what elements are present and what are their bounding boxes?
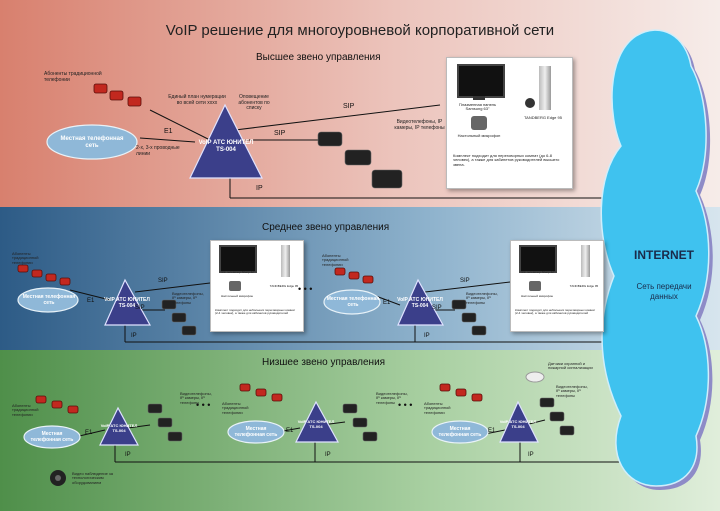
top-equipment-card: Плазменная панель Samsung 63" TANDBERG E… [446, 57, 573, 189]
tv-icon [219, 245, 257, 273]
mid-e1-1: E1 [87, 298, 95, 304]
mid-e1-2: E1 [383, 300, 391, 306]
mid-sip-1: SIP [158, 278, 168, 284]
mid-sip-2: SIP [460, 278, 470, 284]
top-pbx-label: VoIP АТС ЮНИТЕЛ TS-004 [198, 140, 254, 153]
local-network-clouds [17, 124, 489, 449]
low-pbx-label-3: VoIP АТС ЮНИТЕЛ TS-004 [499, 419, 537, 429]
low-e1-3: E1 [488, 428, 496, 434]
page-title: VoIP решение для многоуровневой корпорат… [165, 22, 555, 39]
low-ip-1: IP [125, 452, 131, 458]
top-card-panel: Плазменная панель Samsung 63" [458, 102, 497, 112]
mid-card-panel-1: ЖК телевизор Sharp 42" [221, 270, 255, 274]
mid-card-tandberg-2: TANDBERG Edge 95 [569, 284, 599, 288]
mid-ip-2: IP [424, 333, 430, 339]
mid-pbx-label-1: VoIP АТС ЮНИТЕЛ TS-004 [104, 297, 150, 309]
top-notify-label: Оповещение абонентов по списку [238, 94, 270, 111]
mid-pbx-label-2: VoIP АТС ЮНИТЕЛ TS-004 [397, 297, 443, 309]
tv-icon [519, 245, 557, 273]
level-top-heading: Высшее звено управления [256, 52, 381, 63]
low-cloud-label-2: Местная телефонная сеть [234, 426, 278, 438]
mid-dots: • • • [298, 284, 313, 294]
mid-card-mic-1: Настольный микрофон [220, 294, 254, 298]
level-middle-heading: Среднее звено управления [262, 222, 390, 233]
plasma-panel-icon [457, 64, 505, 98]
top-videophones: Видеотелефоны, IP камеры, IP телефоны [394, 119, 445, 131]
level-low-heading: Низшее звено управления [262, 357, 386, 368]
tandberg-icon [539, 66, 551, 110]
low-ip-3: IP [528, 452, 534, 458]
mid-card-tandberg-1: TANDBERG Edge 95 [269, 284, 299, 288]
low-dots-2: • • • [398, 400, 413, 410]
low-sensors-label: Датчики охранной и пожарной сигнализации [548, 361, 593, 371]
tandberg-icon [581, 245, 590, 277]
mid-phones-label-2: Абоненты традиционной телефонии [322, 253, 349, 267]
mid-videophones-2: Видеотелефоны, IP камеры, IP телефоны [466, 291, 498, 305]
tandberg-icon [281, 245, 290, 277]
low-phones-label-2: Абоненты традиционной телефонии [222, 401, 249, 415]
low-videophones-3: Видеотелефоны, IP камеры, IP телефоны [556, 384, 588, 398]
top-phones-label: Абоненты традиционной телефонии [44, 71, 102, 83]
top-card-mic: Настольный микрофон [457, 133, 501, 138]
mid-cloud-label-1: Местная телефонная сеть [22, 294, 76, 306]
low-cloud-label-3: Местная телефонная сеть [438, 426, 482, 438]
top-card-text: Комплект подходит для переговорных комна… [453, 153, 560, 167]
pbx-triangles [99, 103, 539, 446]
low-e1-2: E1 [286, 428, 294, 434]
top-level-band [0, 0, 720, 207]
low-pbx-label-2: VoIP АТС ЮНИТЕЛ TS-004 [297, 419, 335, 429]
mid-ip-1: IP [131, 333, 137, 339]
low-camera-label: Видео наблюдение за технологическим обор… [72, 471, 113, 485]
mid-equipment-card-2: ЖК телевизор Sharp 42" TANDBERG Edge 95 … [510, 240, 604, 332]
top-ip: IP [256, 185, 263, 192]
microphone-icon [471, 116, 487, 130]
mid-sip-1b: SIP [135, 305, 145, 311]
mid-equipment-card-1: ЖК телевизор Sharp 42" TANDBERG Edge 95 … [210, 240, 304, 332]
low-phones-label-1: Абоненты традиционной телефонии [12, 403, 39, 417]
internet-title: INTERNET [634, 248, 694, 262]
mid-cloud-label-2: Местная телефонная сеть [326, 296, 380, 308]
internet-subtitle: Сеть передачи данных [636, 282, 692, 301]
top-sip2: SIP [274, 130, 286, 137]
low-dots-1: • • • [196, 400, 211, 410]
mid-card-panel-2: ЖК телевизор Sharp 42" [521, 270, 555, 274]
top-lines-label: 2-х, 3-х проводные линии [136, 145, 180, 157]
top-plan-label: Единый план нумерации во всей сети xxxx [168, 94, 226, 106]
low-pbx-label-1: VoIP АТС ЮНИТЕЛ TS-004 [100, 423, 138, 433]
mid-card-mic-2: Настольный микрофон [520, 294, 554, 298]
top-sip1: SIP [343, 103, 355, 110]
sensor-icon [525, 371, 545, 383]
low-phones-label-3: Абоненты традиционной телефонии [424, 401, 451, 415]
low-ip-2: IP [325, 452, 331, 458]
internet-cloud [600, 29, 713, 491]
mid-sip-2b: SIP [432, 305, 442, 311]
low-videophones-2: Видеотелефоны, IP камеры, IP телефоны [376, 391, 408, 405]
mid-card-text-1: Комплект подходит для небольших перегово… [215, 308, 296, 316]
mid-card-text-2: Комплект подходит для небольших перегово… [515, 308, 596, 316]
top-card-tandberg: TANDBERG Edge 95 [524, 115, 562, 120]
mid-videophones-1: Видеотелефоны, IP камеры, IP телефоны [172, 291, 204, 305]
low-cloud-label-1: Местная телефонная сеть [30, 431, 74, 443]
low-videophones-1: Видеотелефоны, IP камеры, IP телефоны [180, 391, 212, 405]
top-cloud-label: Местная телефонная сеть [60, 136, 124, 149]
low-e1-1: E1 [85, 430, 93, 436]
mid-phones-label-1: Абоненты традиционной телефонии [12, 251, 39, 265]
top-e1: E1 [164, 128, 173, 135]
